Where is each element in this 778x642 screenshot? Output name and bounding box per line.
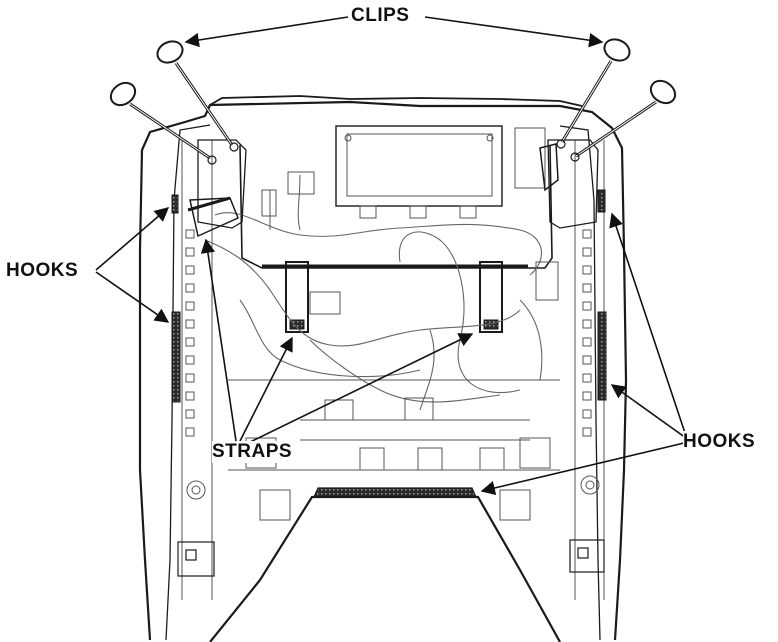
seat-back-outer-frame xyxy=(138,100,628,641)
right-rail-holes xyxy=(580,229,600,495)
module-box-inner xyxy=(346,133,493,197)
hooks-label-right: HOOKS xyxy=(683,431,756,453)
hook-bottom-strip xyxy=(313,487,477,498)
clip-holes xyxy=(207,139,580,165)
hook-left-upper xyxy=(171,194,179,214)
hook-right-lower xyxy=(597,311,607,401)
right-upper-bracket xyxy=(547,139,599,229)
hook-left-lower xyxy=(171,311,181,403)
left-upper-bracket xyxy=(197,139,247,229)
clip-pin-inner-left xyxy=(156,40,234,146)
hooks-label-left: HOOKS xyxy=(6,260,79,282)
frame-top-edge xyxy=(209,95,583,107)
clip-pin-outer-left xyxy=(109,81,211,160)
wiring-harness xyxy=(204,174,543,411)
left-side-rail-inner xyxy=(181,140,213,600)
bottom-opening xyxy=(209,495,561,642)
clips-label: CLIPS xyxy=(351,5,410,27)
left-rail-holes xyxy=(185,229,206,500)
right-side-rail xyxy=(559,125,601,641)
cross-panel xyxy=(239,144,553,269)
leader-arrows xyxy=(95,16,687,496)
left-side-rail xyxy=(165,124,211,641)
clip-pin-outer-right xyxy=(575,79,677,158)
module-box xyxy=(335,125,503,207)
frame-feet xyxy=(177,539,605,577)
straps-label: STRAPS xyxy=(212,441,293,463)
clip-pin-inner-right xyxy=(560,38,631,143)
strap-left xyxy=(285,261,309,333)
hook-right-upper xyxy=(597,189,606,213)
